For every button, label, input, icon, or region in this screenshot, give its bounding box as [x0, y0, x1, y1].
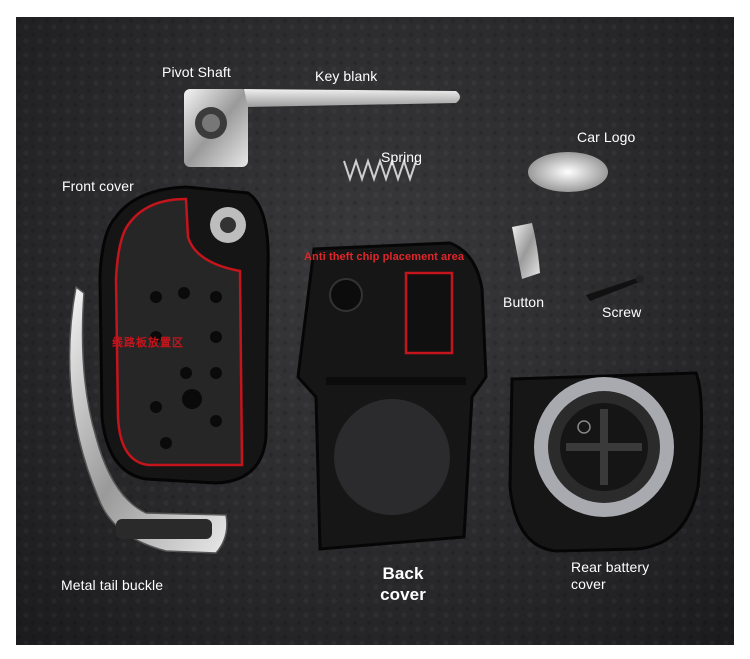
label-pivot-shaft: Pivot Shaft [162, 64, 231, 80]
metal-tail-buckle [68, 285, 228, 554]
label-button: Button [503, 294, 545, 310]
product-photo: Pivot Shaft Key blank Spring Car Logo Fr… [16, 17, 734, 645]
label-screw: Screw [602, 304, 642, 320]
key-shell-parts-illustration [16, 17, 734, 645]
front-cover [98, 185, 270, 485]
back-cover [296, 241, 488, 551]
key-blank [244, 89, 460, 107]
screw [586, 275, 644, 301]
label-metal-tail-buckle: Metal tail buckle [61, 577, 164, 593]
label-key-blank: Key blank [315, 68, 378, 84]
label-rear-battery-cover: Rear battery cover [571, 559, 650, 592]
pivot-shaft [184, 89, 248, 167]
label-car-logo: Car Logo [577, 129, 636, 145]
label-back-cover: Back cover [380, 564, 426, 604]
label-anti-theft-area: Anti theft chip placement area [304, 251, 465, 263]
button-part [512, 223, 540, 279]
label-circuit-board-area: 线路板放置区 [112, 337, 184, 349]
label-front-cover: Front cover [62, 178, 134, 194]
car-logo [528, 152, 608, 192]
rear-battery-cover [508, 371, 704, 553]
label-spring: Spring [381, 149, 423, 165]
spring [343, 157, 417, 183]
